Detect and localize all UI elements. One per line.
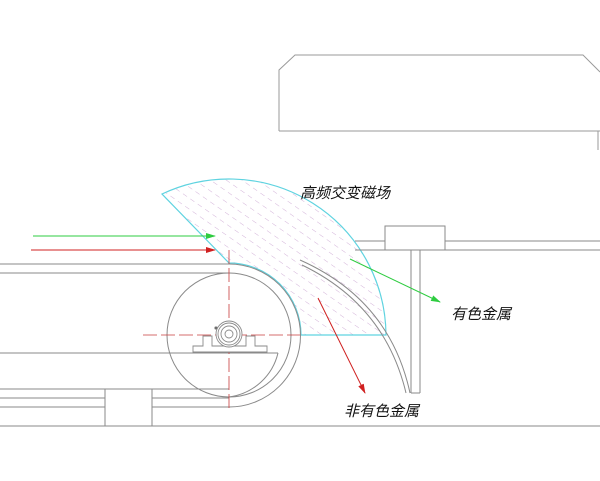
splitter-plate: [299, 259, 411, 394]
nonferrous-metal-label: 有色金属: [451, 305, 512, 323]
magnetic-field-region: [160, 178, 387, 336]
bearing-block: [192, 320, 268, 353]
magnetic-field-label: 高频交变磁场: [300, 184, 391, 202]
right-support-structure: [355, 225, 600, 394]
support-block: [104, 388, 153, 427]
nonferrous-trajectory-arrow: [349, 258, 441, 303]
non-metal-label: 非有色金属: [344, 402, 420, 420]
top-hopper: [278, 54, 600, 132]
nonmetal-trajectory-arrow: [317, 297, 366, 394]
